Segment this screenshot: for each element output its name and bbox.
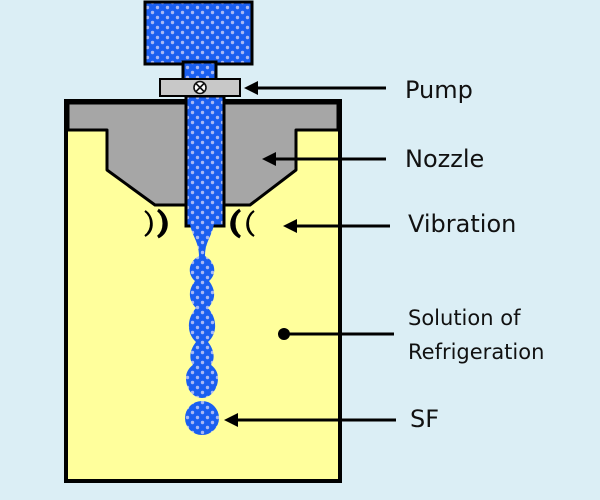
sf-arrow xyxy=(224,413,396,427)
vibration-icon-left xyxy=(144,208,168,239)
pump-valve-icon xyxy=(193,80,207,95)
vibration-arrow xyxy=(283,219,390,233)
vibration-label: Vibration xyxy=(408,210,517,238)
solution-label-line1: Solution of xyxy=(408,306,521,330)
pump-arrow xyxy=(244,81,386,95)
nozzle-label: Nozzle xyxy=(405,145,485,173)
sf-label: SF xyxy=(410,405,440,433)
pump-label: Pump xyxy=(405,76,473,104)
reservoir-neck xyxy=(181,60,218,82)
vibration-icon-right xyxy=(230,208,255,239)
nozzle-channel xyxy=(184,94,226,228)
droplet-forming xyxy=(186,357,218,398)
sf-particle xyxy=(185,401,219,435)
nozzle-arrow xyxy=(262,152,386,166)
reservoir xyxy=(143,0,254,66)
solution-label-line2: Refrigeration xyxy=(408,340,545,364)
solution-pointer xyxy=(278,328,394,340)
liquid-jet xyxy=(188,224,216,368)
